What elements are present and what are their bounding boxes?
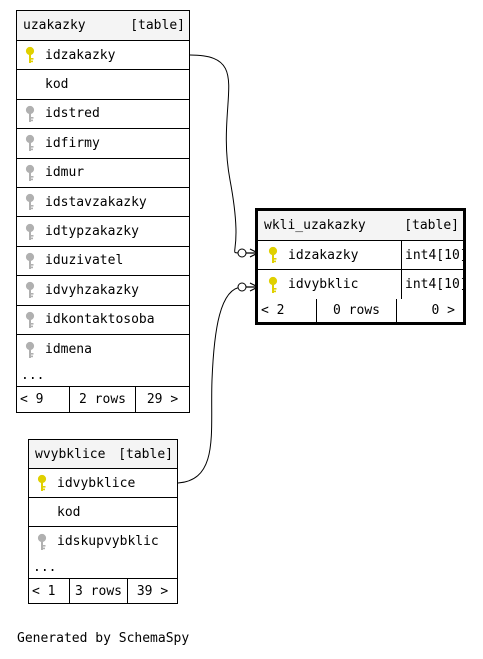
- table-kind: [table]: [118, 446, 173, 462]
- column-row[interactable]: idmena: [17, 335, 189, 364]
- column-name: idvybklic: [288, 277, 359, 292]
- table-uzakazky[interactable]: uzakazky [table] idzakazky kod idstred idfi…: [16, 10, 190, 414]
- column-row[interactable]: iduzivatel: [17, 247, 189, 277]
- column-row[interactable]: idfirmy: [17, 129, 189, 159]
- table-header: wvybklice [table]: [29, 440, 177, 469]
- column-name: idzakazky: [288, 247, 359, 263]
- column-row[interactable]: idvybklice: [29, 469, 177, 498]
- column-name: idfirmy: [45, 135, 100, 151]
- table-footer: < 1 3 rows 39 >: [29, 579, 177, 603]
- column-row[interactable]: idzakazky: [17, 41, 189, 71]
- foreign-key-icon: [23, 252, 37, 270]
- relation-idzakazky: [189, 54, 243, 254]
- column-name: idvybklice: [57, 475, 136, 491]
- column-name: idstavzakazky: [45, 194, 147, 210]
- row-count: 3 rows: [69, 579, 127, 603]
- table-header: wkli_uzakazky [table]: [258, 211, 463, 241]
- column-row[interactable]: idmur: [17, 159, 189, 188]
- table-footer: < 2 0 rows 0 >: [258, 299, 463, 322]
- column-name: idmena: [45, 342, 92, 358]
- relation-idvybklic: [177, 286, 243, 484]
- foreign-key-icon: [23, 105, 37, 123]
- column-row[interactable]: idstavzakazky: [17, 188, 189, 218]
- relation-idvybklic-optional-marker: [237, 282, 247, 292]
- foreign-key-icon: [23, 223, 37, 241]
- table-name: wkli_uzakazky: [264, 218, 366, 233]
- column-name: idskupvybklic: [57, 534, 159, 549]
- column-name: kod: [45, 77, 69, 93]
- table-name: wvybklice: [35, 446, 106, 462]
- table-kind: [table]: [130, 18, 185, 33]
- column-row[interactable]: idvybklic int4[10]: [258, 270, 463, 299]
- column-row[interactable]: idskupvybklic: [29, 527, 177, 556]
- column-name: idtypzakazky: [45, 224, 139, 240]
- column-name: iduzivatel: [45, 253, 124, 269]
- foreign-key-icon: [23, 164, 37, 182]
- row-count: 2 rows: [69, 387, 135, 413]
- table-name: uzakazky: [23, 18, 86, 33]
- primary-key-icon: [266, 276, 280, 294]
- primary-key-icon: [35, 474, 49, 492]
- foreign-key-icon: [23, 134, 37, 152]
- table-header: uzakazky [table]: [17, 11, 189, 41]
- column-row[interactable]: kod: [29, 498, 177, 527]
- parents-link[interactable]: < 1: [32, 583, 56, 599]
- column-name: kod: [57, 504, 81, 520]
- foreign-key-icon: [23, 341, 37, 359]
- table-wvybklice[interactable]: wvybklice [table] idvybklice kod idskupvyb…: [28, 439, 178, 604]
- column-name: idstred: [45, 106, 100, 122]
- column-type: int4[10]: [401, 270, 463, 299]
- foreign-key-icon: [23, 281, 37, 299]
- column-row[interactable]: idtypzakazky: [17, 217, 189, 247]
- more-columns: ...: [29, 556, 177, 579]
- parents-link[interactable]: < 9: [20, 392, 44, 408]
- column-name: idkontaktosoba: [45, 312, 155, 328]
- children-link[interactable]: 39 >: [127, 579, 177, 603]
- table-kind: [table]: [404, 218, 459, 233]
- column-row[interactable]: idkontaktosoba: [17, 306, 189, 335]
- foreign-key-icon: [35, 533, 49, 551]
- children-link[interactable]: 0 >: [396, 299, 463, 322]
- generated-by-text: Generated by SchemaSpy: [17, 631, 190, 646]
- primary-key-icon: [23, 46, 37, 64]
- column-row[interactable]: kod: [17, 70, 189, 100]
- column-name: idzakazky: [45, 47, 116, 63]
- column-row[interactable]: idzakazky int4[10]: [258, 241, 463, 270]
- children-link[interactable]: 29 >: [135, 387, 189, 413]
- parents-link[interactable]: < 2: [261, 303, 285, 318]
- primary-key-icon: [266, 246, 280, 264]
- column-row[interactable]: idvyhzakazky: [17, 276, 189, 306]
- relation-idzakazky-optional-marker: [237, 248, 247, 258]
- column-type: int4[10]: [401, 241, 463, 269]
- column-name: idmur: [45, 165, 85, 181]
- table-footer: < 9 2 rows 29 >: [17, 387, 189, 413]
- foreign-key-icon: [23, 311, 37, 329]
- more-columns: ...: [17, 364, 189, 388]
- column-name: idvyhzakazky: [45, 282, 139, 298]
- foreign-key-icon: [23, 193, 37, 211]
- row-count: 0 rows: [316, 299, 396, 322]
- column-row[interactable]: idstred: [17, 100, 189, 130]
